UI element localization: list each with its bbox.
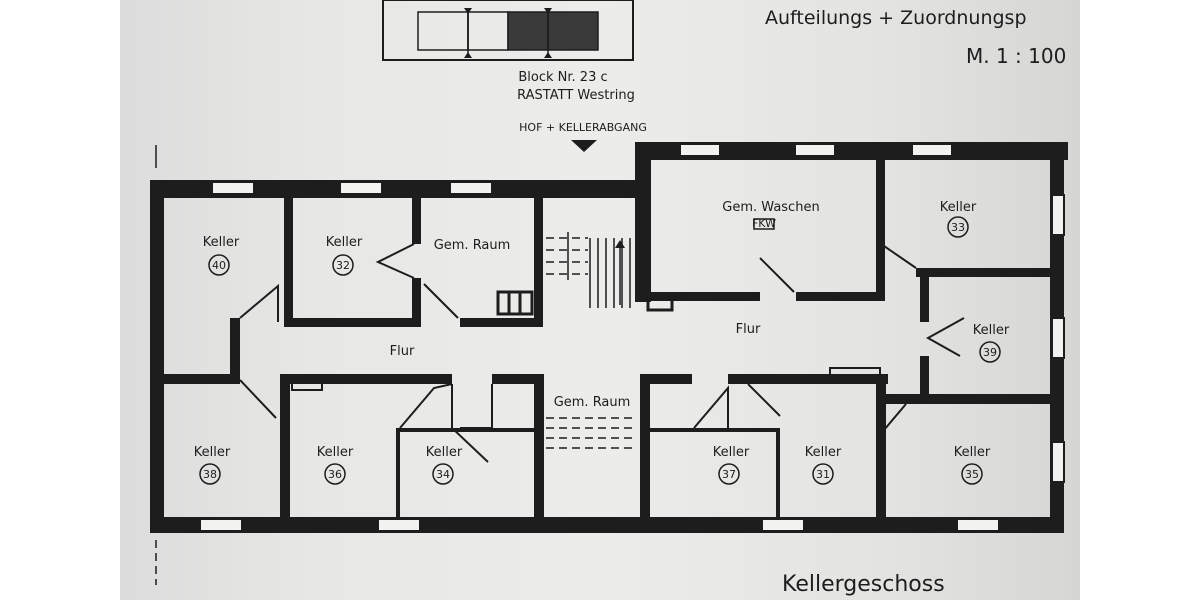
entrance-label: HOF + KELLERABGANG (519, 121, 647, 134)
room-tag: FKW (752, 217, 776, 230)
room-keller-38: Keller 38 (194, 445, 231, 485)
room-flur-left: Flur (390, 344, 415, 359)
floor-name: Kellergeschoss (782, 572, 945, 597)
room-gem-raum-top: Gem. Raum (434, 238, 511, 253)
room-label: Keller (954, 445, 991, 460)
entrance-arrow-icon (571, 140, 597, 152)
door-swings (239, 243, 965, 463)
interior-walls (160, 155, 1062, 524)
room-keller-39: Keller 39 (973, 323, 1010, 363)
room-label: Keller (317, 445, 354, 460)
room-keller-37: Keller 37 (713, 445, 750, 485)
room-keller-33: Keller 33 (940, 200, 977, 238)
key-plan (382, 0, 634, 61)
room-number: 32 (336, 259, 350, 272)
room-number: 37 (722, 468, 736, 481)
room-label: Keller (805, 445, 842, 460)
room-label: Keller (940, 200, 977, 215)
room-gem-raum-bottom: Gem. Raum (554, 395, 631, 410)
room-label: Keller (713, 445, 750, 460)
room-gem-waschen: Gem. Waschen FKW (722, 200, 819, 230)
room-label: Keller (426, 445, 463, 460)
room-label: Keller (203, 235, 240, 250)
room-keller-31: Keller 31 (805, 445, 842, 485)
room-label: Keller (326, 235, 363, 250)
room-keller-36: Keller 36 (317, 445, 354, 485)
staircase (291, 232, 881, 449)
room-number: 40 (212, 259, 226, 272)
room-label: Keller (973, 323, 1010, 338)
room-number: 33 (951, 221, 965, 234)
room-number: 38 (203, 468, 217, 481)
room-keller-40: Keller 40 (203, 235, 240, 276)
plan-scale: M. 1 : 100 (966, 44, 1066, 68)
room-label: Gem. Waschen (722, 200, 819, 215)
room-keller-34: Keller 34 (426, 445, 463, 485)
room-keller-35: Keller 35 (954, 445, 991, 485)
room-number: 39 (983, 346, 997, 359)
block-location: RASTATT Westring (517, 88, 635, 103)
room-flur-right: Flur (736, 322, 761, 337)
windows (199, 143, 1065, 532)
plan-title: Aufteilungs + Zuordnungsp (765, 7, 1027, 29)
room-number: 34 (436, 468, 450, 481)
room-number: 36 (328, 468, 342, 481)
room-number: 35 (965, 468, 979, 481)
room-label: Keller (194, 445, 231, 460)
room-number: 31 (816, 468, 830, 481)
block-number: Block Nr. 23 c (518, 70, 607, 85)
room-keller-32: Keller 32 (326, 235, 363, 276)
